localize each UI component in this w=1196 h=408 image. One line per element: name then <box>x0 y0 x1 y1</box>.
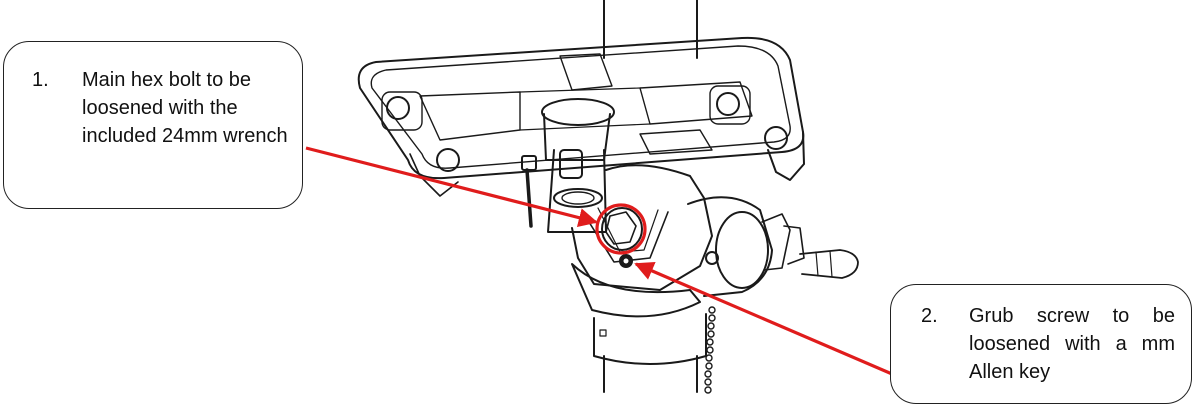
safety-chain <box>704 306 716 394</box>
mount-line-art <box>357 0 859 394</box>
callout-1-number: 1. <box>32 69 49 91</box>
callout-2-box: 2. Grub screw to be loosened with a mm A… <box>890 284 1192 404</box>
callout-2-text: Grub screw to be loosened with a mm Alle… <box>969 305 1175 383</box>
callout-1-box: 1. Main hex bolt to be loosened with the… <box>3 41 303 209</box>
top-plate <box>357 36 805 197</box>
callout-1-arrow <box>305 146 598 228</box>
callout-2-number: 2. <box>921 305 938 327</box>
left-lever <box>521 155 537 228</box>
callout-2-arrow <box>634 262 893 376</box>
central-clamp <box>541 98 615 233</box>
lower-column <box>571 263 707 393</box>
grub-screw <box>619 254 633 268</box>
hex-bolt-highlight-circle <box>595 203 647 255</box>
side-clamp <box>687 196 859 297</box>
callout-1-text: Main hex bolt to be loosened with the in… <box>82 69 288 147</box>
tilt-head <box>571 164 713 291</box>
